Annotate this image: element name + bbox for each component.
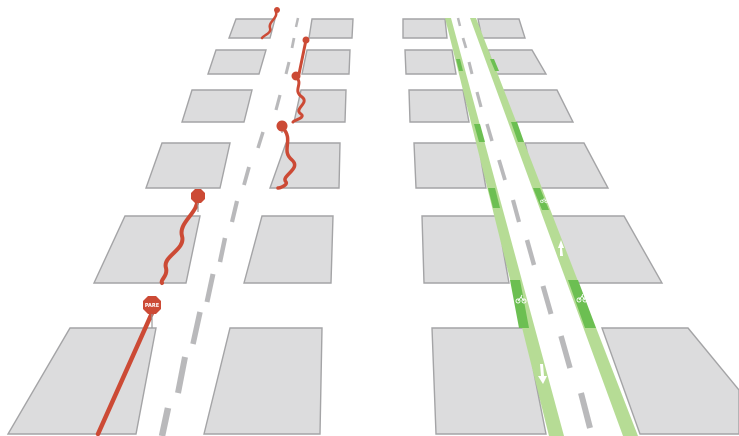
right-block-row3-a xyxy=(409,90,469,122)
left-block-row2-a xyxy=(208,50,266,74)
right-block-row5-a xyxy=(422,216,509,283)
sign-marker-2 xyxy=(303,37,310,44)
left-block-row4-b xyxy=(270,143,340,188)
right-street-scene xyxy=(403,18,739,436)
left-block-row2-b xyxy=(302,50,350,74)
left-block-row6-b xyxy=(204,328,322,434)
left-block-row5-b xyxy=(244,216,333,283)
left-block-row4-a xyxy=(146,143,230,188)
sign-marker-1 xyxy=(274,7,280,13)
stop-sign-label: PARE xyxy=(145,303,160,309)
right-block-row4-a xyxy=(414,143,486,188)
right-block-row1-b xyxy=(478,19,525,38)
sign-marker-3 xyxy=(292,72,301,81)
left-block-row3-a xyxy=(182,90,252,122)
right-block-row1-a xyxy=(403,19,447,38)
left-block-row1-b xyxy=(309,19,353,38)
left-block-row6-a xyxy=(8,328,156,434)
right-block-row2-a xyxy=(405,50,456,74)
left-block-row1-a xyxy=(229,19,275,38)
left-street-scene: PARE xyxy=(8,7,353,436)
